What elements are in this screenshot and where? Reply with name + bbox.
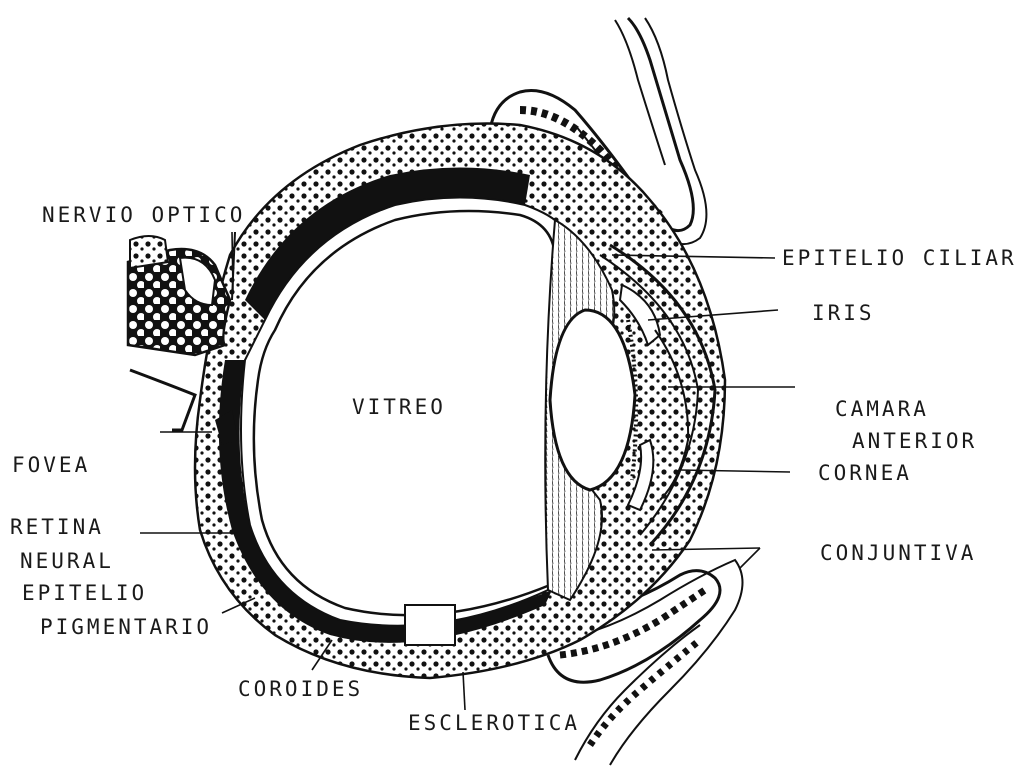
structure-box <box>405 605 455 645</box>
label-epitelio-pigmentario-1: EPITELIO <box>22 581 147 605</box>
label-fovea: FOVEA <box>12 453 90 477</box>
label-coroides: COROIDES <box>238 677 363 701</box>
label-epitelio-pigmentario-2: PIGMENTARIO <box>40 615 212 639</box>
label-iris: IRIS <box>812 301 875 325</box>
label-camara-anterior-2: ANTERIOR <box>852 429 977 453</box>
label-camara-anterior-1: CAMARA <box>835 397 929 421</box>
label-nervio-optico: NERVIO OPTICO <box>42 203 245 227</box>
label-vitreo: VITREO <box>352 395 446 419</box>
label-retina-neural-2: NEURAL <box>20 549 114 573</box>
label-conjuntiva: CONJUNTIVA <box>820 541 976 565</box>
label-esclerotica: ESCLEROTICA <box>408 711 580 735</box>
label-epitelio-ciliar: EPITELIO CILIAR <box>782 246 1017 270</box>
label-cornea: CORNEA <box>818 461 912 485</box>
label-retina-neural-1: RETINA <box>10 515 104 539</box>
